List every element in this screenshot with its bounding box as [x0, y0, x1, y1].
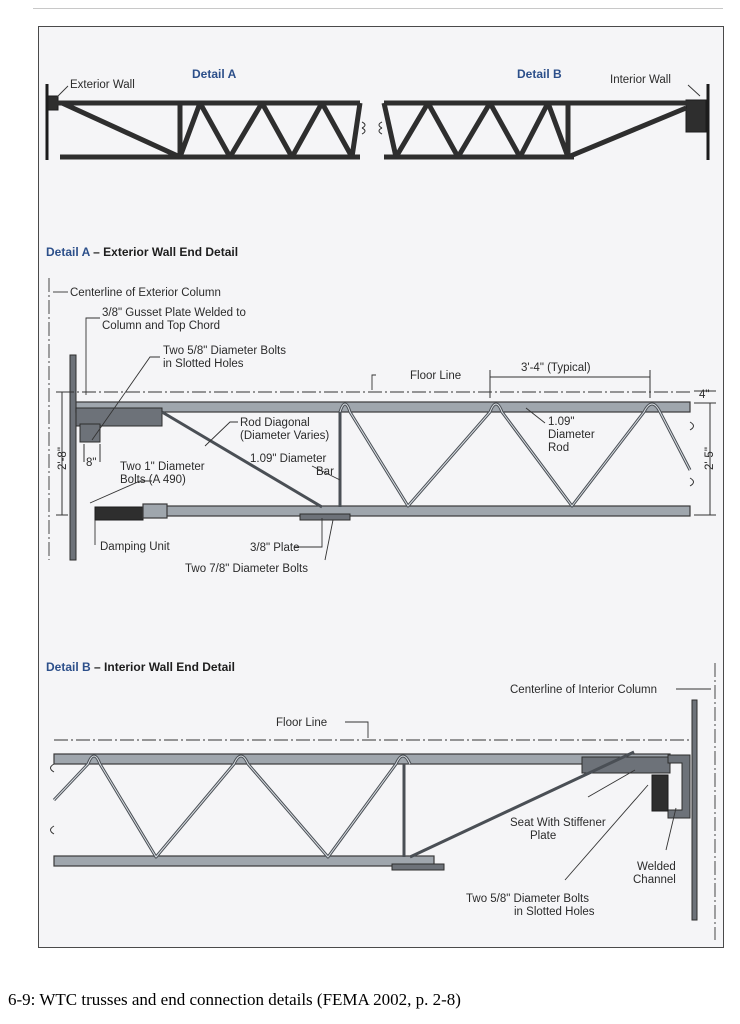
channel-stiffener: [651, 774, 669, 812]
welded-channel: [667, 754, 691, 819]
bolts78-label: Two 7/8" Diameter Bolts: [185, 563, 308, 575]
web-rod-b: [52, 754, 412, 859]
bolts58-a-label-line1: Two 5/8" Diameter Bolts: [163, 345, 286, 357]
dim-8-label: 8": [86, 457, 96, 469]
web-rod-a-highlight: [339, 403, 691, 507]
detail-b-title-prefix: Detail B: [46, 660, 91, 674]
detail-a-title-suffix: – Exterior Wall End Detail: [90, 245, 238, 259]
top-chord-b: [53, 753, 671, 765]
damping-unit: [94, 506, 144, 521]
damping-label: Damping Unit: [100, 541, 170, 553]
interior-column-block: [685, 99, 707, 133]
bolts1-label-line1: Two 1" Diameter: [120, 461, 205, 473]
bolts58-b-label-line1: Two 5/8" Diameter Bolts: [466, 893, 589, 905]
bar-leader: [311, 465, 341, 481]
exterior-column-plate: [69, 354, 77, 561]
rod-diagonal-label-line2: (Diameter Varies): [240, 430, 329, 442]
rod-diagonal-label-line1: Rod Diagonal: [240, 417, 310, 429]
detail-a-section: Detail A – Exterior Wall End Detail Cent…: [46, 245, 716, 575]
bottom-chord-b: [53, 855, 435, 867]
overview-break-mark-a: [361, 121, 366, 135]
overview-break-mark-b: [378, 121, 383, 135]
bottom-chord-a: [144, 505, 691, 517]
break-marks-b: [50, 763, 55, 835]
overview-web-a: [177, 100, 363, 160]
gusset-leader: [85, 317, 100, 395]
bar-label-line1: 1.09" Diameter: [250, 453, 326, 465]
rod-diagonal-leader: [204, 421, 238, 447]
floor-line-leader-a: [371, 374, 376, 390]
gusset-label-line1: 3/8" Gusset Plate Welded to: [102, 307, 246, 319]
seat-angle: [79, 423, 101, 443]
bolts58-a-label-line2: in Slotted Holes: [163, 358, 244, 370]
top-rule: [33, 8, 723, 9]
detail-a-title-prefix: Detail A: [46, 245, 91, 259]
rod-label-line3: Rod: [548, 442, 569, 454]
floor-line-a-label: Floor Line: [410, 370, 461, 382]
gusset-label-line2: Column and Top Chord: [102, 320, 220, 332]
overview-detail-a-title: Detail A: [192, 67, 237, 81]
dim-2-5-label: 2'-5": [704, 447, 716, 470]
bottom-plate-a: [299, 513, 351, 521]
floor-line-leader-b: [345, 721, 369, 738]
gusset-plate: [75, 407, 163, 427]
web-rod-b-highlight: [53, 755, 411, 858]
exterior-wall-label: Exterior Wall: [70, 79, 135, 91]
plate38-leader: [294, 518, 323, 548]
rod-label-line2: Diameter: [548, 429, 595, 441]
detail-a-title: Detail A – Exterior Wall End Detail: [46, 245, 238, 259]
bolts78-leader: [324, 519, 334, 561]
plate38-label: 3/8" Plate: [250, 542, 299, 554]
overview-detail-b-title: Detail B: [517, 67, 562, 81]
bolts58-b-leader: [564, 784, 649, 881]
floor-line-b-label: Floor Line: [276, 717, 327, 729]
overview-end-diagonal-b: [567, 105, 687, 160]
seat-leader: [587, 769, 636, 798]
welded-label-line1: Welded: [637, 861, 676, 873]
bolts58-leader-a: [91, 356, 160, 441]
seat-label-line2: Plate: [530, 830, 556, 842]
bar-label-line2: Bar: [316, 466, 334, 478]
dim-4-label: 4": [699, 389, 709, 401]
welded-label-line2: Channel: [633, 874, 676, 886]
overview-end-diagonal-a: [60, 100, 182, 160]
detail-b-title: Detail B – Interior Wall End Detail: [46, 660, 235, 674]
rod-label-line1: 1.09": [548, 416, 574, 428]
detail-b-title-suffix: – Interior Wall End Detail: [91, 660, 235, 674]
dim-2-8-label: 2'-8": [57, 447, 69, 470]
figure-frame: [38, 26, 724, 948]
web-rod-a: [338, 402, 692, 508]
rod-diagonal: [161, 410, 323, 509]
overview-section: Detail A Detail B Exterior Wall Interior…: [45, 67, 710, 160]
seat-label-line1: Seat With Stiffener: [510, 817, 606, 829]
top-chord-a: [75, 401, 691, 413]
rod-leader: [525, 407, 546, 424]
interior-centerline-label: Centerline of Interior Column: [510, 684, 657, 696]
bolts58-b-label-line2: in Slotted Holes: [514, 906, 595, 918]
bolts1-leader: [89, 480, 152, 504]
exterior-wall-leader: [55, 85, 69, 99]
figure-caption: 6-9: WTC trusses and end connection deta…: [8, 990, 461, 1009]
interior-wall-label: Interior Wall: [610, 74, 671, 86]
break-marks-a: [689, 421, 694, 487]
interior-column-plate: [691, 699, 698, 921]
welded-channel-leader: [665, 807, 677, 851]
detail-b-section: Detail B – Interior Wall End Detail Cent…: [46, 660, 716, 940]
end-diagonal-b: [409, 750, 635, 859]
damping-connector: [142, 503, 168, 519]
bottom-plate-b: [391, 863, 445, 871]
spacing-label: 3'-4" (Typical): [521, 362, 591, 374]
exterior-centerline-label: Centerline of Exterior Column: [70, 287, 221, 299]
bolts1-label-line2: Bolts (A 490): [120, 474, 186, 486]
interior-wall-leader: [687, 84, 701, 97]
overview-web-b: [381, 100, 571, 160]
